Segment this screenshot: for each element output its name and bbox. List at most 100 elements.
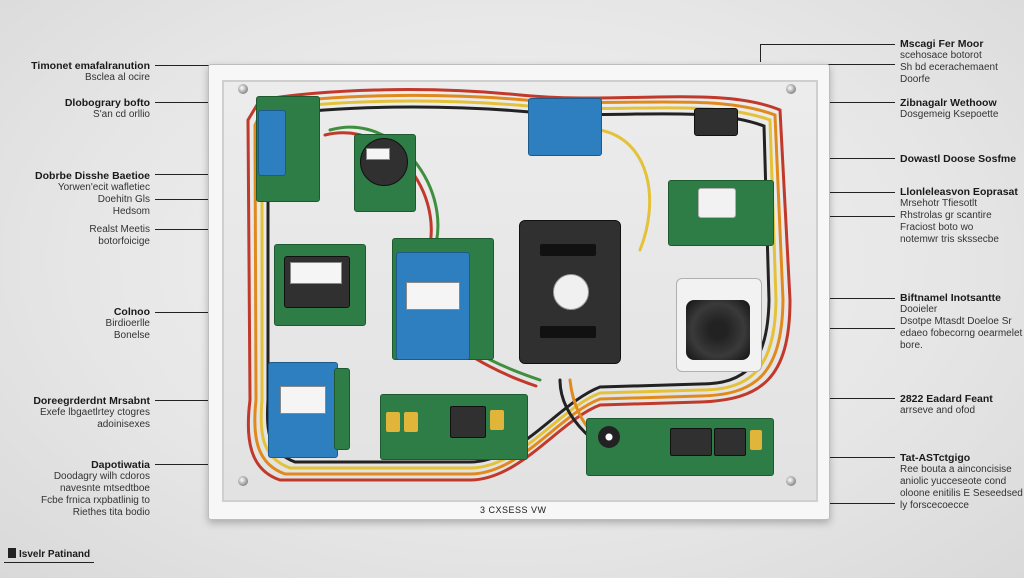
- left-label-1: Timonet emafalranution Bsclea al ocire: [0, 60, 150, 84]
- screw-icon: [238, 476, 248, 486]
- power-module-label: [280, 386, 326, 414]
- right-label-line: scehosace botorot: [900, 50, 982, 61]
- leader-line: [760, 44, 895, 45]
- right-label-line: Rhstrolas gr scantire: [900, 210, 992, 221]
- left-label-line: Realst Meetis: [89, 224, 150, 235]
- switch-slot-top: [540, 244, 596, 256]
- fuse-icon: [404, 412, 418, 432]
- right-label-line: Doorfe: [900, 74, 931, 85]
- right-label-4: Llonleleasvon Eoprasat Mrsehotr Tfiesotl…: [900, 186, 1024, 246]
- left-label-line: Birdioerlle: [105, 318, 150, 329]
- left-label-5: Colnoo Birdioerlle Bonelse: [0, 306, 150, 342]
- right-label-line: aniolic yucceseote cond: [900, 476, 1007, 487]
- right-label-line: notemwr tris skssecbe: [900, 234, 999, 245]
- left-label-3: Dobrbe Disshe Baetioe Yorwen'ecit waflet…: [0, 170, 150, 218]
- left-label-line: Bonelse: [113, 330, 150, 341]
- leader-line: [155, 229, 225, 230]
- fuse-icon: [750, 430, 762, 450]
- left-label-line: Fcbe frnica rxpbatlinig to: [41, 495, 150, 506]
- connector-plug: [694, 108, 738, 136]
- left-label-line: Exefe lbgaetlrtey ctogres: [39, 407, 150, 418]
- left-label-title: Dapotiwatia: [91, 459, 150, 471]
- relay-chip: [698, 188, 736, 218]
- regulator-block: [450, 406, 486, 438]
- right-label-title: Zibnagalr Wethoow: [900, 97, 997, 109]
- right-label-3: Dowastl Doose Sosfme: [900, 153, 1024, 165]
- fuse-icon: [490, 410, 504, 430]
- right-label-title: Mscagi Fer Moor: [900, 38, 984, 50]
- right-label-5: Biftnamel Inotsantte Dooieler Dsotpe Mta…: [900, 292, 1024, 352]
- left-label-7: Dapotiwatia Doodagry wilh cdoros navesnt…: [0, 459, 150, 519]
- leader-line: [780, 192, 895, 193]
- fuse-icon: [386, 412, 400, 432]
- left-label-6: Doreegrderdnt Mrsabnt Exefe lbgaetlrtey …: [0, 395, 150, 431]
- right-label-2: Zibnagalr Wethoow Dosgemeig Ksepoette: [900, 97, 1024, 121]
- right-label-title: Tat-ASTctgigo: [900, 452, 971, 464]
- ic-chip: [714, 428, 746, 456]
- leader-line: [155, 400, 255, 401]
- left-label-4: Realst Meetis botorfoicige: [0, 224, 150, 248]
- right-label-line: arrseve and ofod: [900, 405, 976, 416]
- power-module-terminal: [334, 368, 350, 450]
- left-label-title: Dlobograry bofto: [64, 97, 150, 109]
- leader-line: [155, 174, 255, 175]
- left-label-line: S'an cd orllio: [93, 109, 150, 120]
- right-label-line: Mrsehotr Tfiesotlt: [900, 198, 978, 209]
- leader-line: [810, 503, 895, 504]
- switch-slot-bottom: [540, 326, 596, 338]
- leader-line: [760, 44, 761, 62]
- left-label-2: Dlobograry bofto S'an cd orllio: [0, 97, 150, 121]
- right-label-1: Mscagi Fer Moor scehosace botorot Sh bd …: [900, 38, 1024, 86]
- left-label-title: Dobrbe Disshe Baetioe: [35, 170, 150, 182]
- left-label-line: botorfoicige: [98, 236, 150, 247]
- left-label-line: Bsclea al ocire: [84, 72, 150, 83]
- left-label-line: navesnte mtsedtboe: [59, 483, 150, 494]
- center-button[interactable]: [553, 274, 589, 310]
- left-label-line: Doehitn Gls: [97, 194, 150, 205]
- left-label-title: Doreegrderdnt Mrsabnt: [33, 395, 150, 407]
- leader-line: [810, 216, 895, 217]
- ic-chip: [670, 428, 712, 456]
- right-label-title: Biftnamel Inotsantte: [900, 292, 1001, 304]
- capacitor-sensor: [360, 138, 408, 186]
- sensor-label: [366, 148, 390, 160]
- leader-line: [155, 102, 255, 103]
- right-label-line: Dsotpe Mtasdt Doeloe Sr: [900, 316, 1012, 327]
- right-label-line: Dooieler: [900, 304, 938, 315]
- speaker-icon: [686, 300, 750, 360]
- buzzer-icon: [598, 426, 620, 448]
- control-module-top: [528, 98, 602, 156]
- right-label-6: 2822 Eadard Feant arrseve and ofod: [900, 393, 1024, 417]
- right-label-title: Llonleleasvon Eoprasat: [900, 186, 1018, 198]
- left-label-line: Hedsom: [112, 206, 150, 217]
- right-label-line: ly forscecoecce: [900, 500, 969, 511]
- right-label-line: Fraciost boto wo: [900, 222, 974, 233]
- footer-badge: Isvelr Patinand: [4, 548, 95, 563]
- footer-badge-text: Isvelr Patinand: [19, 549, 91, 560]
- leader-line: [155, 199, 230, 200]
- right-label-line: edaeo fobecorng oearmelet: [900, 328, 1023, 339]
- leader-line: [790, 298, 895, 299]
- right-label-line: Sh bd ecerachemaent: [900, 62, 998, 73]
- controller-label: [406, 282, 460, 310]
- right-label-title: 2822 Eadard Feant: [900, 393, 993, 405]
- left-label-line: Riethes tita bodio: [72, 507, 150, 518]
- right-label-7: Tat-ASTctgigo Ree bouta a ainconcisise a…: [900, 452, 1024, 512]
- leader-line: [785, 64, 895, 65]
- right-label-line: bore.: [900, 340, 923, 351]
- leader-line: [155, 464, 225, 465]
- left-label-title: Timonet emafalranution: [31, 60, 150, 72]
- leader-line: [800, 457, 895, 458]
- screw-icon: [238, 84, 248, 94]
- left-label-line: Yorwen'ecit wafletiec: [57, 182, 150, 193]
- leader-line: [155, 65, 245, 66]
- leader-line: [800, 158, 895, 159]
- right-label-title: Dowastl Doose Sosfme: [900, 153, 1017, 165]
- relay-module-blue: [258, 110, 286, 176]
- badge-square-icon: [8, 548, 16, 558]
- left-label-line: adoinisexes: [97, 419, 150, 430]
- left-label-line: Doodagry wilh cdoros: [53, 471, 150, 482]
- screw-icon: [786, 476, 796, 486]
- leader-line: [790, 398, 895, 399]
- right-label-line: Ree bouta a ainconcisise: [900, 464, 1012, 475]
